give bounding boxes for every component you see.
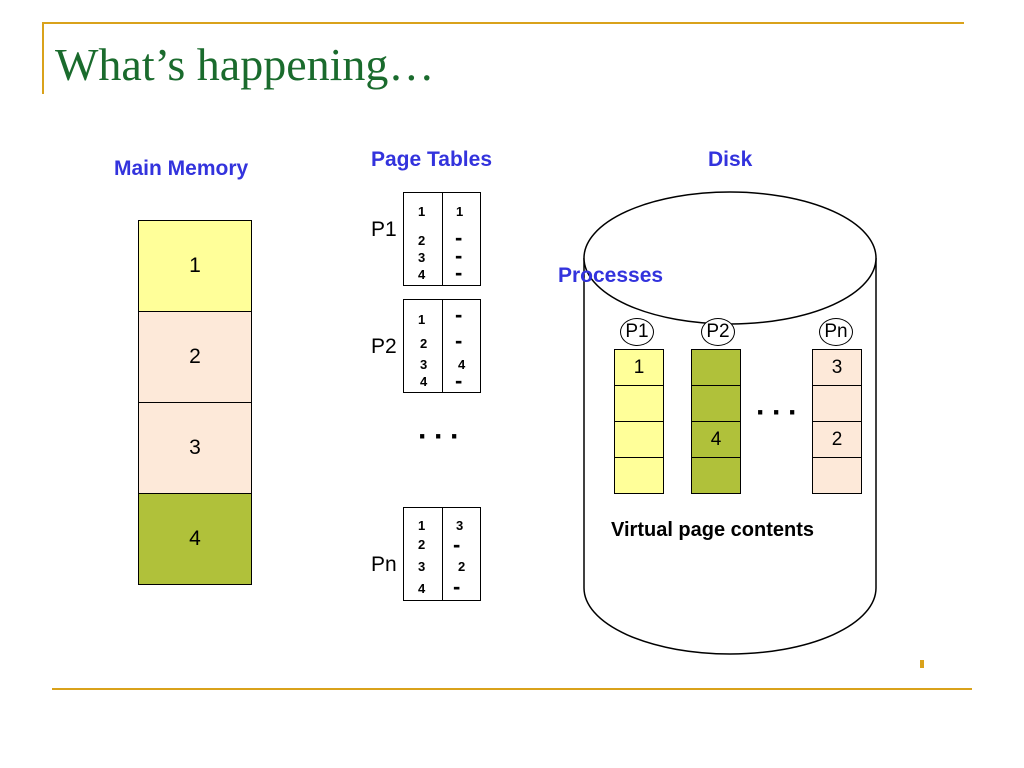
memory-frame: 2 (139, 312, 251, 403)
page-number: 3 (418, 559, 426, 574)
slide-marker (920, 660, 924, 668)
virtual-page-cell (692, 350, 740, 386)
page-table-pn: 1 2 3 4 3 - 2 - (403, 507, 481, 601)
virtual-page-cell (615, 422, 663, 458)
virtual-page-cell: 4 (692, 422, 740, 458)
page-table-p2: 1 2 3 4 - - 4 - (403, 299, 481, 393)
memory-frame: 4 (139, 494, 251, 584)
left-rule (42, 22, 44, 94)
main-memory-label: Main Memory (114, 157, 249, 180)
memory-frame: 1 (139, 221, 251, 312)
virtual-page-cell (692, 458, 740, 493)
frame-number: 2 (458, 559, 466, 574)
page-number: 4 (418, 267, 426, 282)
frame-number: 4 (458, 357, 466, 372)
frame-number: - (455, 368, 463, 393)
virtual-pages-p1: 1 (614, 349, 664, 494)
processes-label: Processes (558, 264, 664, 287)
process-p2-circle: P2 (701, 318, 735, 346)
virtual-page-cell: 1 (615, 350, 663, 386)
virtual-page-cell: 2 (813, 422, 861, 458)
page-tables-label: Page Tables (371, 148, 492, 171)
virtual-page-cell (692, 386, 740, 422)
process-p1-circle: P1 (620, 318, 654, 346)
frame-number: - (455, 225, 463, 250)
top-rule (42, 22, 964, 24)
frame-number: 3 (456, 518, 464, 533)
frame-number: - (453, 574, 461, 599)
virtual-pages-p2: 4 (691, 349, 741, 494)
page-number: 2 (420, 336, 428, 351)
slide-title: What’s happening… (55, 39, 435, 90)
frame-number: - (455, 243, 463, 268)
page-number: 3 (418, 250, 426, 265)
virtual-page-cell (813, 458, 861, 493)
page-number: 3 (420, 357, 428, 372)
page-number: 4 (418, 581, 426, 596)
page-number: 2 (418, 233, 426, 248)
page-table-divider (442, 193, 443, 285)
frame-number: - (455, 260, 463, 285)
memory-frame: 3 (139, 403, 251, 494)
page-number: 1 (418, 312, 426, 327)
page-number: 2 (418, 537, 426, 552)
bottom-rule (52, 688, 972, 690)
processes-ellipsis: ··· (756, 396, 804, 429)
page-number: 1 (418, 518, 426, 533)
frame-number: - (455, 328, 463, 353)
virtual-page-contents-label: Virtual page contents (611, 519, 815, 541)
page-table-divider (442, 508, 443, 600)
frame-number: - (453, 532, 461, 557)
virtual-page-cell (615, 458, 663, 493)
page-table-process-label: Pn (371, 553, 397, 576)
frame-number: - (455, 302, 463, 327)
page-table-process-label: P2 (371, 335, 397, 358)
virtual-page-cell: 3 (813, 350, 861, 386)
frame-number: 1 (456, 204, 464, 219)
virtual-page-cell (813, 386, 861, 422)
process-pn-circle: Pn (819, 318, 853, 346)
page-number: 1 (418, 204, 426, 219)
page-table-p1: 1 2 3 4 1 - - - (403, 192, 481, 286)
page-table-process-label: P1 (371, 218, 397, 241)
page-number: 4 (420, 374, 428, 389)
disk-label: Disk (708, 148, 753, 171)
page-table-divider (442, 300, 443, 392)
virtual-pages-pn: 3 2 (812, 349, 862, 494)
virtual-page-cell (615, 386, 663, 422)
main-memory: 1 2 3 4 (138, 220, 252, 585)
page-tables-ellipsis: ··· (418, 420, 466, 453)
